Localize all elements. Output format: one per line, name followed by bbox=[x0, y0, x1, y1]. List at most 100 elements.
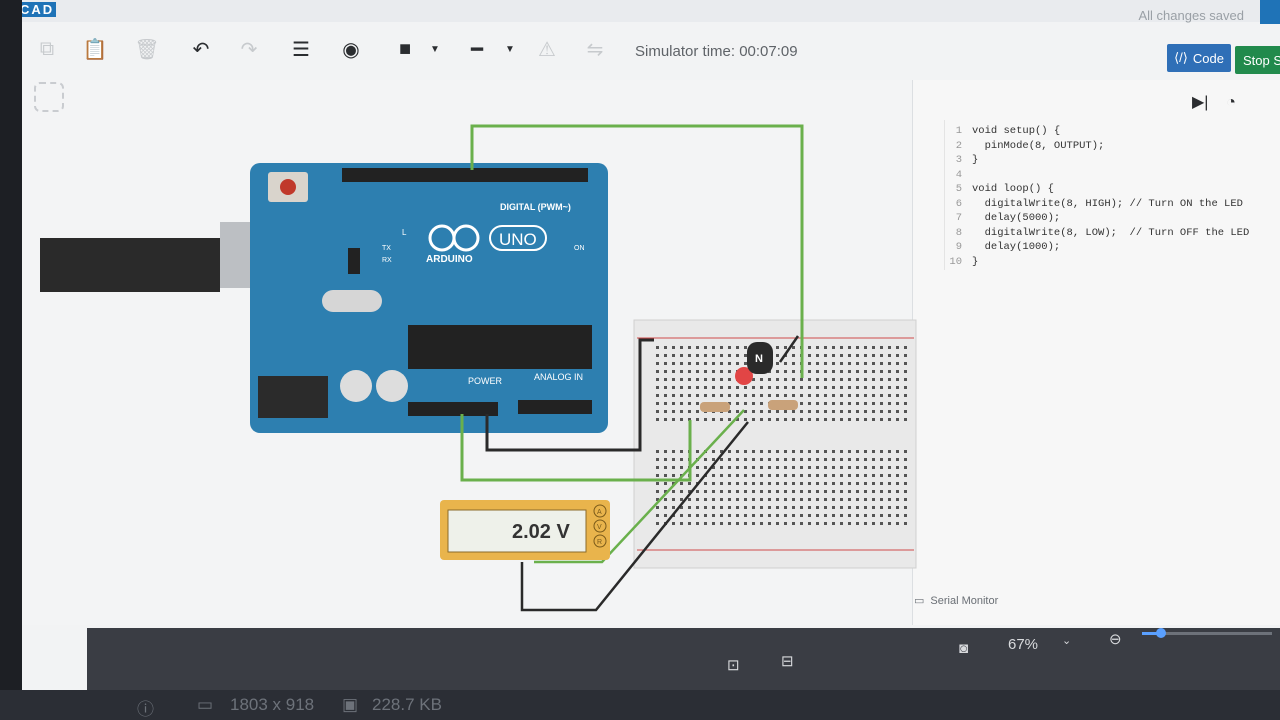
viewer-bar: ⊡ ⊟ ◙ 67% ⌄ ⊖ bbox=[87, 628, 1280, 690]
status-bar: ⓘ ▭ 1803 x 918 ▣ 228.7 KB bbox=[0, 690, 1280, 720]
code-line: 2 pinMode(8, OUTPUT); bbox=[955, 139, 1105, 152]
mode-v-label: V bbox=[597, 524, 602, 531]
code-line: 6 digitalWrite(8, HIGH); // Turn ON the … bbox=[955, 197, 1243, 210]
zoom-slider-fill bbox=[1142, 632, 1160, 635]
flip-icon[interactable]: ⇋ bbox=[586, 38, 604, 61]
microcontroller-chip bbox=[408, 325, 592, 369]
arduino-logo-right bbox=[452, 224, 480, 252]
arduino-label: ARDUINO bbox=[426, 254, 473, 265]
undo-icon[interactable]: ↶ bbox=[192, 38, 210, 61]
debug-icon[interactable]: ◔ bbox=[1226, 94, 1236, 111]
zoom-out-icon[interactable]: ⊖ bbox=[1109, 631, 1122, 648]
stop-simulation-button[interactable]: Stop Si bbox=[1235, 46, 1280, 74]
stop-button-label: Stop Si bbox=[1243, 52, 1280, 68]
wire-meter-positive[interactable] bbox=[534, 409, 745, 564]
title-strip: CAD All changes saved bbox=[22, 0, 1280, 24]
code-line: 3} bbox=[955, 154, 979, 166]
scan-icon[interactable]: ⊡ bbox=[727, 657, 740, 674]
capacitor-2 bbox=[376, 370, 408, 402]
wire-5v[interactable] bbox=[460, 414, 692, 482]
chevron-down-icon[interactable]: ▼ bbox=[430, 43, 440, 55]
app-logo: CAD bbox=[22, 2, 57, 17]
rx-label: RX bbox=[382, 257, 392, 264]
code-panel bbox=[912, 80, 1280, 625]
reset-button-knob[interactable] bbox=[280, 179, 296, 195]
paste-icon[interactable]: 📋 bbox=[82, 38, 108, 61]
serial-monitor-button[interactable]: ▭ Serial Monitor bbox=[914, 594, 999, 608]
wire-transistor[interactable] bbox=[778, 335, 800, 363]
l-led-label: L bbox=[402, 228, 407, 237]
multimeter-reading: 2.02 V bbox=[512, 521, 570, 543]
wire-gnd[interactable] bbox=[485, 338, 654, 452]
circuit-drawing: DIGITAL (PWM~) L TX RX UNO ARDUINO ON PO… bbox=[40, 124, 917, 612]
trash-icon[interactable]: 🗑 bbox=[134, 38, 160, 61]
notes-icon[interactable]: ☰ bbox=[292, 38, 310, 61]
code-line: 10} bbox=[949, 255, 979, 268]
chevron-down-icon[interactable]: ▼ bbox=[505, 43, 515, 55]
capacitor-1 bbox=[340, 370, 372, 402]
code-line: 4 bbox=[955, 168, 962, 181]
wire-pin8[interactable] bbox=[470, 124, 804, 378]
transistor[interactable] bbox=[747, 342, 773, 374]
toolbar: ⧉ 📋 🗑 ↶ ↷ ☰ ◉ ■ ▼ ━ ▼ ⚠ ⇋ Simulator time… bbox=[22, 24, 1280, 80]
mode-a-label: A bbox=[597, 509, 602, 516]
code-line: 7 delay(5000); bbox=[955, 212, 1061, 224]
power-jack bbox=[258, 376, 328, 418]
code-line: 9 delay(1000); bbox=[955, 241, 1061, 253]
mode-v-button[interactable] bbox=[593, 519, 607, 533]
red-led[interactable] bbox=[735, 367, 753, 385]
file-size: 228.7 KB bbox=[372, 695, 442, 714]
align-icon[interactable]: ⚠ bbox=[538, 38, 556, 61]
color-picker-icon[interactable]: ■ bbox=[398, 37, 412, 60]
analog-label: ANALOG IN bbox=[534, 372, 583, 382]
copy-icon[interactable]: ⧉ bbox=[39, 37, 55, 60]
wire-meter-negative[interactable] bbox=[520, 421, 749, 612]
zoom-slider[interactable] bbox=[1142, 628, 1272, 638]
power-header bbox=[408, 402, 498, 416]
transistor-label: N bbox=[755, 353, 763, 365]
mode-a-button[interactable] bbox=[593, 504, 607, 518]
image-size-icon: ▭ bbox=[197, 695, 214, 714]
zoom-slider-handle[interactable] bbox=[1156, 628, 1166, 638]
code-line: 8 digitalWrite(8, LOW); // Turn OFF the … bbox=[955, 226, 1250, 239]
monitor-icon: ▭ bbox=[914, 595, 925, 607]
monitor-bezel bbox=[0, 0, 22, 720]
on-label: ON bbox=[574, 245, 585, 252]
chip-small bbox=[348, 248, 360, 274]
mode-r-label: R bbox=[597, 539, 602, 546]
crystal bbox=[322, 290, 382, 312]
code-button[interactable]: ⟨/⟩ Code bbox=[1167, 44, 1231, 72]
redo-icon[interactable]: ↷ bbox=[240, 38, 258, 61]
zoom-level: 67% bbox=[1008, 636, 1039, 653]
info-icon[interactable]: ⓘ bbox=[137, 700, 154, 719]
screenshot-icon[interactable]: ◙ bbox=[959, 640, 969, 657]
view-icon[interactable]: ◉ bbox=[342, 38, 360, 61]
multimeter-display bbox=[447, 509, 587, 553]
step-icon[interactable]: ▶| bbox=[1192, 94, 1209, 111]
uno-label: UNO bbox=[499, 230, 537, 249]
code-gutter bbox=[944, 120, 945, 270]
image-dimensions: 1803 x 918 bbox=[230, 695, 315, 714]
code-button-label: Code bbox=[1192, 50, 1224, 66]
fit-view-button[interactable] bbox=[34, 82, 64, 112]
resistor-1[interactable] bbox=[700, 402, 730, 412]
power-label: POWER bbox=[468, 376, 503, 386]
code-controls: ▶| ◔ bbox=[1192, 92, 1236, 112]
file-size-icon: ▣ bbox=[342, 695, 359, 714]
resistor-2[interactable] bbox=[768, 400, 798, 410]
simulator-time: Simulator time: 00:07:09 bbox=[635, 43, 798, 60]
analog-header bbox=[518, 400, 592, 414]
account-button[interactable] bbox=[1260, 0, 1280, 24]
mode-r-button[interactable] bbox=[593, 534, 607, 548]
chevron-down-icon[interactable]: ⌄ bbox=[1062, 635, 1072, 647]
serial-monitor-label: Serial Monitor bbox=[930, 594, 999, 607]
save-status: All changes saved bbox=[1138, 8, 1244, 23]
code-icon: ⟨/⟩ bbox=[1174, 50, 1188, 65]
digital-header bbox=[342, 168, 588, 182]
line-style-icon[interactable]: ━ bbox=[470, 38, 484, 61]
tx-label: TX bbox=[382, 245, 391, 252]
text-extract-icon[interactable]: ⊟ bbox=[781, 653, 794, 670]
